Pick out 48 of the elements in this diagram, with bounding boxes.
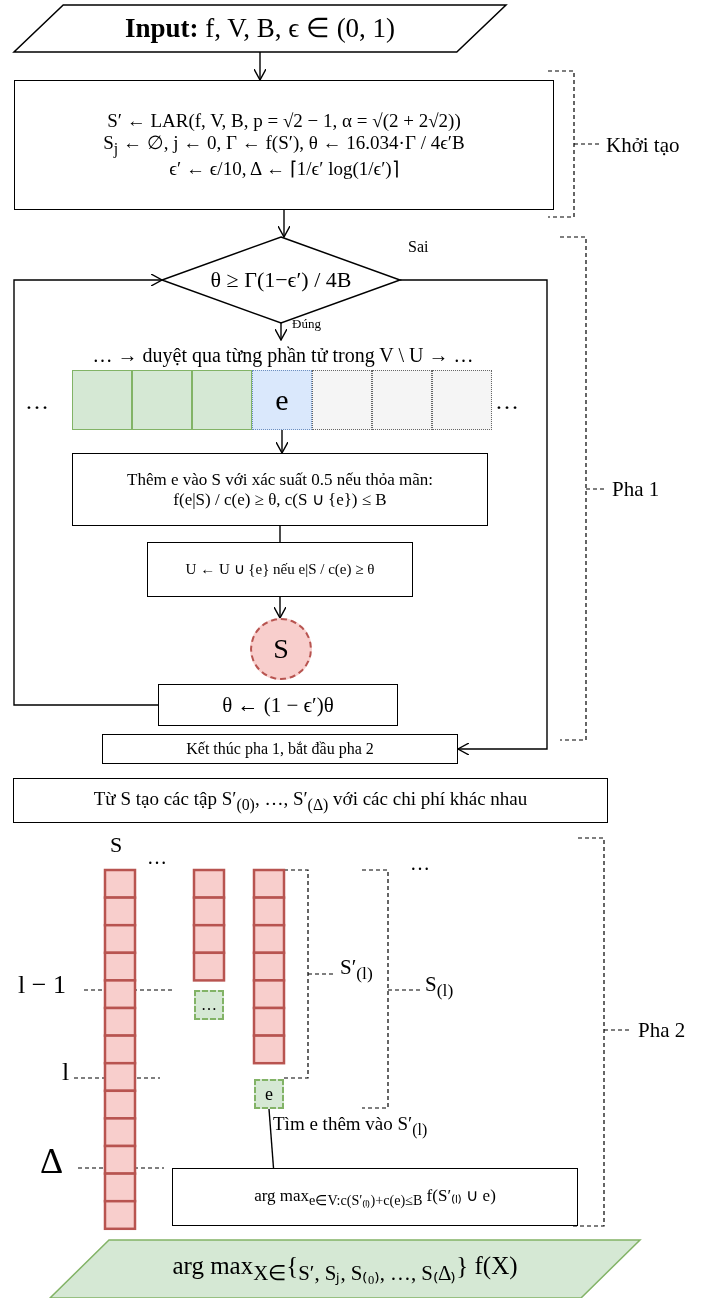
formula-text: Thêm e vào S với xác suất 0.5 nếu thỏa mãn: bbox=[127, 469, 433, 490]
process-box: U ← U ∪ {e} nếu e|S / c(e) ≥ θ bbox=[147, 542, 413, 597]
candidate-cell: e bbox=[254, 1079, 284, 1109]
process-box: arg max$_{e∈V:c(S′₍ₗ₎)+c(e)≤B}$ f(S′₍ₗ₎ ∪ e) bbox=[172, 1168, 578, 1226]
process-box: Kết thúc pha 1, bắt đầu pha 2 bbox=[102, 734, 458, 764]
process-box: θ ← (1 − ϵ′)θ bbox=[158, 684, 398, 726]
element-cell bbox=[312, 370, 372, 430]
annotation-label: Khởi tạo bbox=[606, 133, 680, 158]
arrow bbox=[399, 279, 548, 756]
arrow bbox=[13, 273, 163, 706]
annotation-label: S$_{(l)}$ bbox=[425, 972, 454, 1002]
edge-label: Đúng bbox=[292, 316, 321, 332]
arrow bbox=[274, 322, 288, 341]
annotation-label: Δ bbox=[40, 1140, 64, 1182]
arrow bbox=[253, 51, 267, 81]
leader-line bbox=[268, 1108, 275, 1169]
annotation-label: … bbox=[495, 388, 519, 415]
annotation-label: S′$_{(l)}$ bbox=[340, 955, 373, 985]
input-parallelogram: Input: f, V, B, ϵ ∈ (0, 1) bbox=[14, 5, 506, 52]
annotation-label: S bbox=[110, 832, 123, 858]
candidate-cell: … bbox=[194, 990, 224, 1020]
annotation-label: l − 1 bbox=[18, 970, 66, 1000]
connector-line bbox=[279, 525, 281, 543]
set-circle: S bbox=[250, 618, 312, 680]
current-element-cell: e bbox=[252, 370, 312, 430]
arrow bbox=[273, 596, 287, 619]
loop-caption: … → duyệt qua từng phần tử trong V \ U → … bbox=[18, 340, 548, 370]
formula-text: S$_{j}$ ← ∅, j ← 0, Γ ← f(S′), θ ← 16.034·Γ / 4ϵ′B bbox=[103, 132, 465, 158]
element-cell bbox=[132, 370, 192, 430]
element-cell bbox=[372, 370, 432, 430]
annotation-label: … bbox=[147, 846, 167, 869]
process-box bbox=[14, 80, 554, 210]
process-box bbox=[72, 453, 488, 526]
output-parallelogram: arg max$_{X∈}${$_{S′, Sⱼ, S₍₀₎, …, S₍Δ₎}$} f(X) bbox=[50, 1240, 640, 1298]
annotation-label: Pha 1 bbox=[612, 477, 660, 502]
annotation-label: l bbox=[62, 1057, 70, 1087]
element-cell bbox=[192, 370, 252, 430]
formula-text: S′ ← LAR(f, V, B, p = √2 − 1, α = √(2 + 2√2)) bbox=[107, 110, 461, 132]
formula-text: ϵ′ ← ϵ/10, Δ ← ⌈1/ϵ′ log(1/ϵ′)⌉ bbox=[169, 158, 399, 180]
element-cell bbox=[432, 370, 492, 430]
annotation-label: Pha 2 bbox=[638, 1018, 686, 1043]
formula-text: f(e|S) / c(e) ≥ θ, c(S ∪ {e}) ≤ B bbox=[173, 489, 387, 510]
arrow bbox=[277, 209, 291, 238]
element-cell bbox=[72, 370, 132, 430]
process-box: Từ S tạo các tập S′$_{(0)}$, …, S′$_{(Δ)}$ với các chi phí khác nhau bbox=[13, 778, 608, 823]
annotation-label: … bbox=[25, 388, 49, 415]
annotation-label: … bbox=[410, 852, 430, 875]
arrow bbox=[275, 429, 289, 454]
